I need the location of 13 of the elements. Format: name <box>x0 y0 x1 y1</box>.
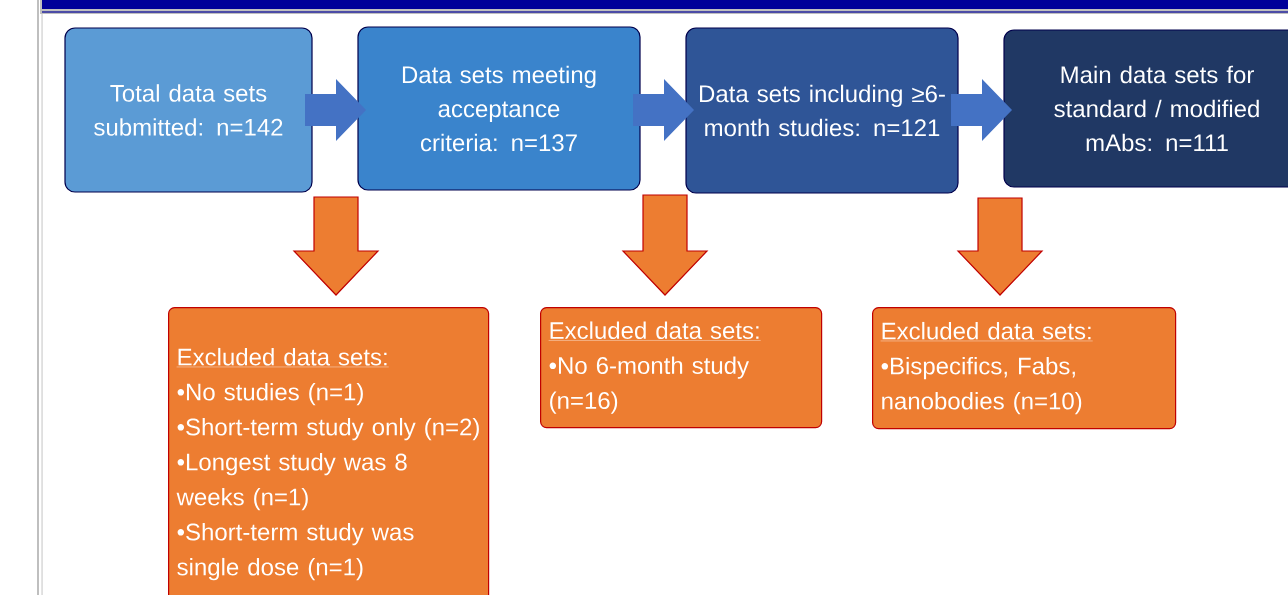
process-box: Total data sets submitted: n=142 <box>64 27 313 193</box>
process-box: Main data sets for standard / modified mAbs: n=111 <box>1003 29 1288 188</box>
block-arrow <box>621 194 709 296</box>
block-arrow <box>292 196 380 296</box>
block-arrow <box>633 79 694 141</box>
block-arrow <box>305 79 366 141</box>
process-box: Data sets including ≥6-month studies: n=121 <box>685 27 959 194</box>
exclusion-box: Excluded data sets: •No studies (n=1) •Short-term study only (n=2) •Longest study was 8 weeks (n=1) •Short-term study was single dose (n=1) <box>168 307 490 595</box>
block-arrow <box>951 79 1012 141</box>
block-arrow <box>956 197 1044 296</box>
exclusion-box: Excluded data sets: •No 6-month study (n=16) <box>540 307 823 429</box>
process-box: Data sets meeting acceptance criteria: n=137 <box>357 26 641 191</box>
exclusion-box: Excluded data sets: •Bispecifics, Fabs, nanobodies (n=10) <box>872 307 1177 430</box>
